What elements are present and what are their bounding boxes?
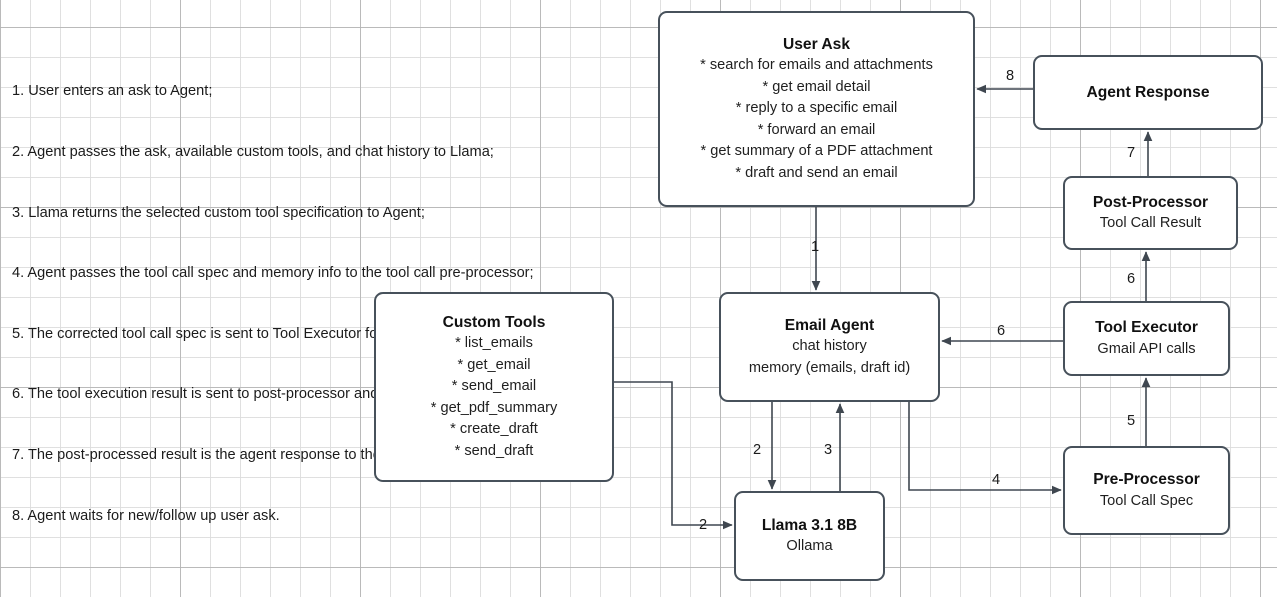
node-post-processor-title: Post-Processor	[1092, 193, 1209, 211]
node-agent-response-title: Agent Response	[1086, 83, 1210, 101]
edge-label-6a: 6	[996, 323, 1006, 339]
node-agent-response[interactable]: Agent Response	[1033, 55, 1263, 130]
edge-label-2b: 2	[698, 517, 708, 533]
node-email-agent-subtitle: chat history memory (emails, draft id)	[748, 338, 911, 376]
legend-step-4: 4. Agent passes the tool call spec and m…	[12, 265, 534, 282]
node-pre-processor-subtitle: Tool Call Spec	[1099, 492, 1194, 509]
node-tool-executor-title: Tool Executor	[1095, 319, 1198, 337]
node-email-agent[interactable]: Email Agent chat history memory (emails,…	[719, 292, 940, 402]
edge-2b-path	[614, 381, 733, 530]
node-llama-subtitle: Ollama	[786, 538, 833, 554]
edge-4-path	[908, 402, 1062, 495]
edge-label-4: 4	[991, 472, 1001, 488]
node-tool-executor[interactable]: Tool Executor Gmail API calls	[1063, 301, 1230, 376]
node-custom-tools[interactable]: Custom Tools * list_emails * get_email *…	[374, 292, 614, 482]
node-custom-tools-title: Custom Tools	[442, 314, 546, 332]
edge-label-2a: 2	[752, 442, 762, 458]
node-pre-processor[interactable]: Pre-Processor Tool Call Spec	[1063, 446, 1230, 535]
node-user-ask-title: User Ask	[782, 36, 851, 54]
edge-label-8: 8	[1005, 68, 1015, 84]
legend-step-3: 3. Llama returns the selected custom too…	[12, 204, 425, 221]
node-llama-title: Llama 3.1 8B	[761, 516, 858, 534]
edge-label-1: 1	[810, 239, 820, 255]
legend-step-1: 1. User enters an ask to Agent;	[12, 83, 213, 100]
edge-label-6b: 6	[1126, 271, 1136, 287]
legend-step-8: 8. Agent waits for new/follow up user as…	[12, 507, 280, 524]
edge-label-7: 7	[1126, 145, 1136, 161]
node-user-ask-items: * search for emails and attachments * ge…	[700, 57, 933, 181]
legend-step-2: 2. Agent passes the ask, available custo…	[12, 144, 494, 161]
node-pre-processor-title: Pre-Processor	[1093, 471, 1200, 489]
node-user-ask[interactable]: User Ask * search for emails and attachm…	[658, 11, 975, 207]
node-llama[interactable]: Llama 3.1 8B Ollama	[734, 491, 885, 581]
edge-label-5: 5	[1126, 413, 1136, 429]
node-post-processor[interactable]: Post-Processor Tool Call Result	[1063, 176, 1238, 250]
node-custom-tools-items: * list_emails * get_email * send_email *…	[430, 335, 558, 459]
node-tool-executor-subtitle: Gmail API calls	[1097, 340, 1196, 357]
node-post-processor-subtitle: Tool Call Result	[1099, 215, 1202, 231]
edge-label-3: 3	[823, 442, 833, 458]
node-email-agent-title: Email Agent	[784, 316, 875, 334]
